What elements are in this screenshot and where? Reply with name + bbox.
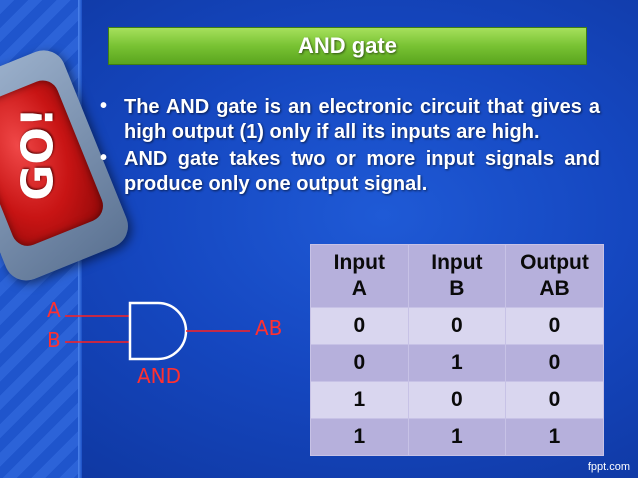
table-cell: 1 [407, 344, 507, 382]
watermark: fppt.com [587, 461, 630, 473]
table-cell: 0 [310, 307, 409, 345]
bullet-list: • The AND gate is an electronic circuit … [100, 95, 600, 199]
table-cell: 1 [310, 418, 409, 456]
gate-name-label: AND [137, 364, 181, 388]
bullet-text-1: The AND gate is an electronic circuit th… [124, 96, 600, 143]
gate-input-b-label: B [47, 328, 61, 352]
table-row: 1 1 1 [310, 418, 604, 456]
bullet-marker: • [100, 95, 108, 117]
table-row: 1 0 0 [310, 381, 604, 419]
and-gate-symbol [128, 301, 188, 361]
table-cell: 0 [407, 381, 507, 419]
table-cell: 0 [505, 381, 604, 419]
table-row: 0 1 0 [310, 344, 604, 382]
bullet-marker: • [100, 147, 108, 169]
table-cell: 1 [310, 381, 409, 419]
bullet-item: • The AND gate is an electronic circuit … [100, 95, 600, 145]
table-cell: 0 [310, 344, 409, 382]
table-cell: 1 [505, 418, 604, 456]
bullet-text-2: AND gate takes two or more input signals… [124, 148, 600, 195]
gate-output-label: AB [255, 316, 282, 340]
gate-input-a-label: A [47, 298, 61, 322]
slide-title: AND gate [297, 33, 397, 58]
table-cell: 0 [505, 344, 604, 382]
table-cell: 0 [505, 307, 604, 345]
table-cell: 0 [407, 307, 507, 345]
table-cell: 1 [407, 418, 507, 456]
go-button-text: GO! [12, 107, 64, 201]
title-banner: AND gate [108, 27, 587, 65]
table-row: 0 0 0 [310, 307, 604, 345]
bullet-item: • AND gate takes two or more input signa… [100, 147, 600, 197]
and-gate-diagram: A B AB AND [47, 298, 282, 388]
